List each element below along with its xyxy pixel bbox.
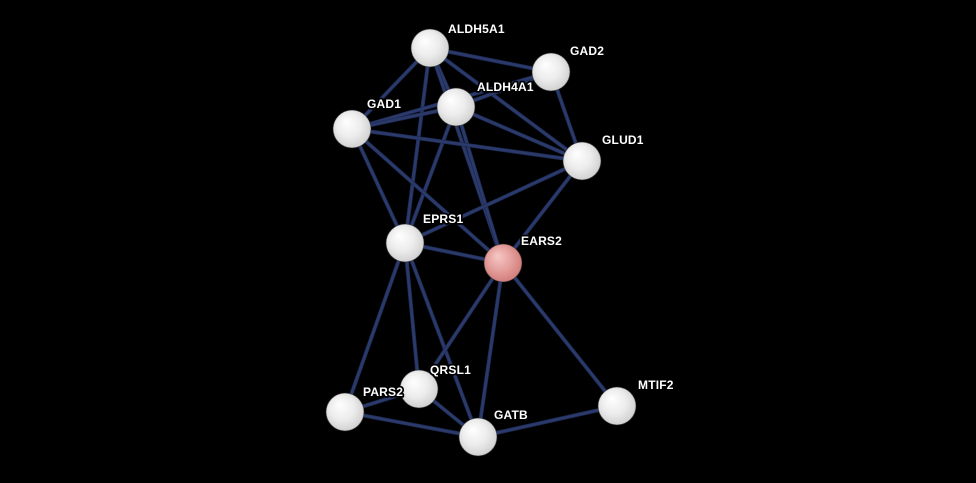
edge-GATB-MTIF2[interactable] <box>476 404 619 439</box>
node-circle-PARS2[interactable] <box>325 392 365 432</box>
node-circle-GLUD1[interactable] <box>562 141 602 181</box>
node-circle-GAD1[interactable] <box>332 109 372 149</box>
node-label-EARS2: EARS2 <box>521 234 562 248</box>
edge-EPRS1-QRSL1[interactable] <box>403 241 421 391</box>
node-QRSL1[interactable]: QRSL1 <box>399 361 473 409</box>
edge-GAD1-GLUD1[interactable] <box>350 127 584 163</box>
node-circle-ALDH5A1[interactable] <box>410 28 450 68</box>
node-GAD2[interactable]: GAD2 <box>531 42 606 92</box>
edge-EPRS1-PARS2[interactable] <box>343 241 407 414</box>
node-ALDH5A1[interactable]: ALDH5A1 <box>410 20 506 68</box>
node-MTIF2[interactable]: MTIF2 <box>597 376 675 426</box>
edge-GLUD1-EPRS1[interactable] <box>403 159 584 245</box>
node-circle-MTIF2[interactable] <box>597 386 637 426</box>
edge-ALDH5A1-GAD2[interactable] <box>428 46 553 74</box>
node-circle-EPRS1[interactable] <box>385 223 425 263</box>
node-circle-EARS2[interactable] <box>483 243 523 283</box>
edge-GAD1-EPRS1[interactable] <box>350 127 407 245</box>
edge-ALDH4A1-EARS2[interactable] <box>454 105 505 265</box>
edge-EPRS1-GATB[interactable] <box>403 241 480 439</box>
node-circle-GATB[interactable] <box>458 417 498 457</box>
edge-EARS2-QRSL1[interactable] <box>417 261 505 391</box>
edge-ALDH4A1-EPRS1[interactable] <box>403 105 458 245</box>
node-GATB[interactable]: GATB <box>458 406 530 457</box>
edge-GLUD1-EARS2[interactable] <box>501 159 584 265</box>
node-circle-GAD2[interactable] <box>531 52 571 92</box>
edge-EARS2-MTIF2[interactable] <box>501 261 619 408</box>
node-PARS2[interactable]: PARS2 <box>325 383 405 432</box>
edge-ALDH5A1-GLUD1[interactable] <box>428 46 584 163</box>
node-label-GATB: GATB <box>494 408 528 422</box>
node-EARS2[interactable]: EARS2 <box>483 232 564 283</box>
node-label-ALDH4A1: ALDH4A1 <box>477 80 534 94</box>
node-label-MTIF2: MTIF2 <box>638 378 674 392</box>
node-ALDH4A1[interactable]: ALDH4A1 <box>436 78 535 127</box>
node-EPRS1[interactable]: EPRS1 <box>385 210 465 263</box>
node-label-ALDH5A1: ALDH5A1 <box>448 22 505 36</box>
node-label-GLUD1: GLUD1 <box>602 133 644 147</box>
node-label-EPRS1: EPRS1 <box>423 212 463 226</box>
edge-ALDH4A1-GLUD1[interactable] <box>454 105 584 163</box>
node-label-QRSL1: QRSL1 <box>430 363 471 377</box>
edge-PARS2-GATB[interactable] <box>343 410 480 439</box>
node-GLUD1[interactable]: GLUD1 <box>562 131 645 181</box>
node-circle-QRSL1[interactable] <box>399 369 439 409</box>
node-label-PARS2: PARS2 <box>363 385 403 399</box>
edge-EARS2-GATB[interactable] <box>476 261 505 439</box>
node-layer: ALDH5A1GAD2ALDH4A1GAD1GLUD1EPRS1EARS2QRS… <box>325 20 675 457</box>
node-GAD1[interactable]: GAD1 <box>332 95 403 149</box>
edge-ALDH5A1-EPRS1[interactable] <box>403 46 432 245</box>
node-circle-ALDH4A1[interactable] <box>436 87 476 127</box>
node-label-GAD2: GAD2 <box>570 44 604 58</box>
edge-GAD1-EARS2[interactable] <box>350 127 505 265</box>
node-label-GAD1: GAD1 <box>367 97 401 111</box>
